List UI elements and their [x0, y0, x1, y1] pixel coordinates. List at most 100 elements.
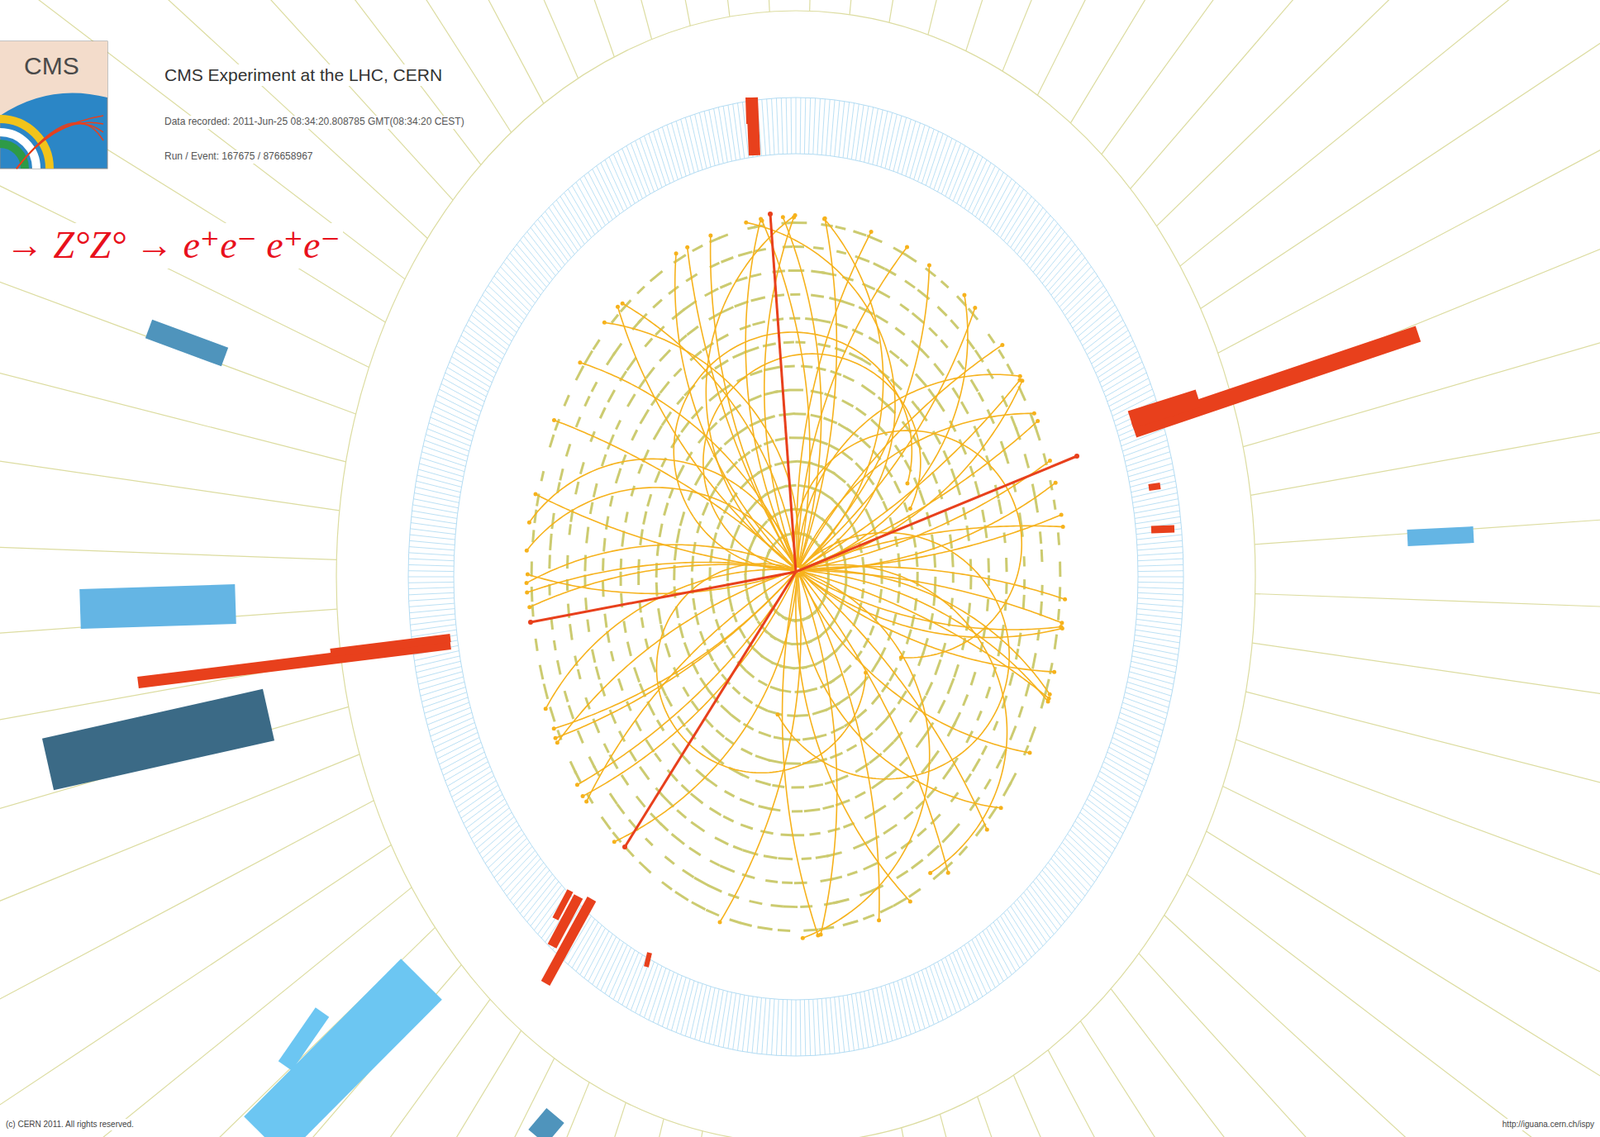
tracker-module [916, 734, 926, 748]
tracker-module [666, 695, 672, 706]
hcal-sector-line [337, 1102, 626, 1137]
ecal-crystal [975, 168, 1000, 217]
track [703, 353, 921, 571]
ecal-crystal [809, 1000, 811, 1057]
tracker-module [533, 529, 534, 543]
track-end [620, 301, 625, 306]
date-recorded: Data recorded: 2011-Jun-25 08:34:20.8087… [161, 115, 467, 129]
ecal-crystal [1126, 452, 1171, 467]
ecal-crystal [1029, 227, 1062, 269]
tracker-module [690, 822, 705, 832]
tracker-module [969, 575, 972, 590]
tracker-module [604, 614, 607, 629]
ecal-crystal [733, 994, 741, 1050]
ecal-crystal [445, 757, 487, 781]
ecal-crystal [795, 1000, 797, 1057]
tracker-module [691, 902, 706, 910]
ecal-crystal [500, 850, 535, 887]
ecal-crystal [433, 405, 477, 426]
tracker-module [883, 742, 894, 753]
tracker-module [941, 280, 949, 288]
ecal-crystal [1105, 372, 1148, 397]
track-end [527, 520, 532, 525]
tracker-module [692, 245, 703, 252]
tracker-module [709, 392, 720, 401]
tracker-module [928, 845, 940, 856]
ecal-crystal [723, 105, 732, 162]
track-end [876, 918, 881, 923]
ecal-crystal [430, 417, 474, 437]
ecal-crystal [1107, 378, 1149, 402]
ecal-crystal [580, 928, 606, 975]
experiment-title: CMS Experiment at the LHC, CERN [161, 64, 445, 86]
ecal-crystal [1135, 516, 1181, 524]
tracker-module [986, 599, 988, 612]
ecal-crystal [1053, 854, 1088, 892]
hcal-sector-line [510, 0, 691, 26]
track [617, 306, 798, 571]
track-end [555, 740, 560, 745]
ecal-crystal [635, 140, 655, 192]
ecal-crystal [442, 752, 485, 776]
ecal-crystal [497, 846, 533, 882]
track-end [869, 229, 874, 234]
ecal-crystal [933, 964, 953, 1016]
ecal-crystal [921, 131, 939, 184]
hcal-deposit [243, 958, 443, 1137]
hcal-deposit [1407, 526, 1475, 547]
track-end [575, 782, 580, 787]
tracker-module [862, 914, 875, 920]
tracker-module [1040, 549, 1044, 562]
tracker-module [733, 846, 743, 850]
tracker-module [783, 341, 795, 345]
tracker-module [586, 527, 589, 544]
tracker-module [933, 871, 943, 880]
tracker-module [530, 561, 534, 577]
ecal-crystal [533, 223, 565, 265]
ecal-crystal [817, 999, 820, 1056]
tracker-module [911, 859, 924, 868]
tracker-module [930, 751, 939, 762]
tracker-module [1023, 745, 1029, 756]
track [675, 253, 798, 571]
tracker-module [584, 351, 593, 366]
hcal-sector-line [1206, 831, 1600, 1137]
tracker-module [884, 768, 897, 780]
tracker-module [855, 462, 864, 472]
ecal-crystal [817, 98, 820, 155]
tracker-module [652, 300, 662, 309]
ecal-crystal [855, 993, 864, 1049]
tracker-module [803, 438, 819, 442]
ecal-crystal [1010, 203, 1040, 248]
tracker-module [780, 690, 792, 692]
ecal-crystal [408, 570, 454, 572]
tracker-module [729, 919, 741, 924]
ecal-crystal [1059, 271, 1095, 307]
ecal-deposit [1151, 525, 1175, 534]
ecal-crystal [921, 970, 939, 1023]
hcal-sector-line [0, 0, 453, 200]
ecal-crystal [842, 995, 850, 1052]
tracker-module [978, 392, 984, 402]
ecal-crystal [993, 922, 1020, 969]
tracker-module [893, 898, 908, 907]
tracker-module [928, 328, 938, 337]
tracker-module [883, 824, 897, 834]
tracker-module [968, 603, 970, 615]
hcal-sector-line [1164, 915, 1600, 1137]
ecal-crystal [690, 115, 703, 170]
tracker-module [920, 349, 929, 358]
tracker-module [638, 463, 643, 474]
tracker-module [674, 544, 677, 562]
tracker-module [841, 300, 855, 306]
tracker-module [557, 660, 561, 675]
tracker-module [862, 557, 865, 571]
hcal-sector-line [977, 1096, 1286, 1137]
tracker-module [755, 780, 772, 786]
track-end [927, 262, 932, 267]
ecal-crystal [513, 866, 547, 905]
logo-track [16, 122, 104, 169]
tracker-module [739, 923, 752, 927]
ecal-crystal [571, 185, 599, 233]
tracker-module [894, 480, 900, 494]
